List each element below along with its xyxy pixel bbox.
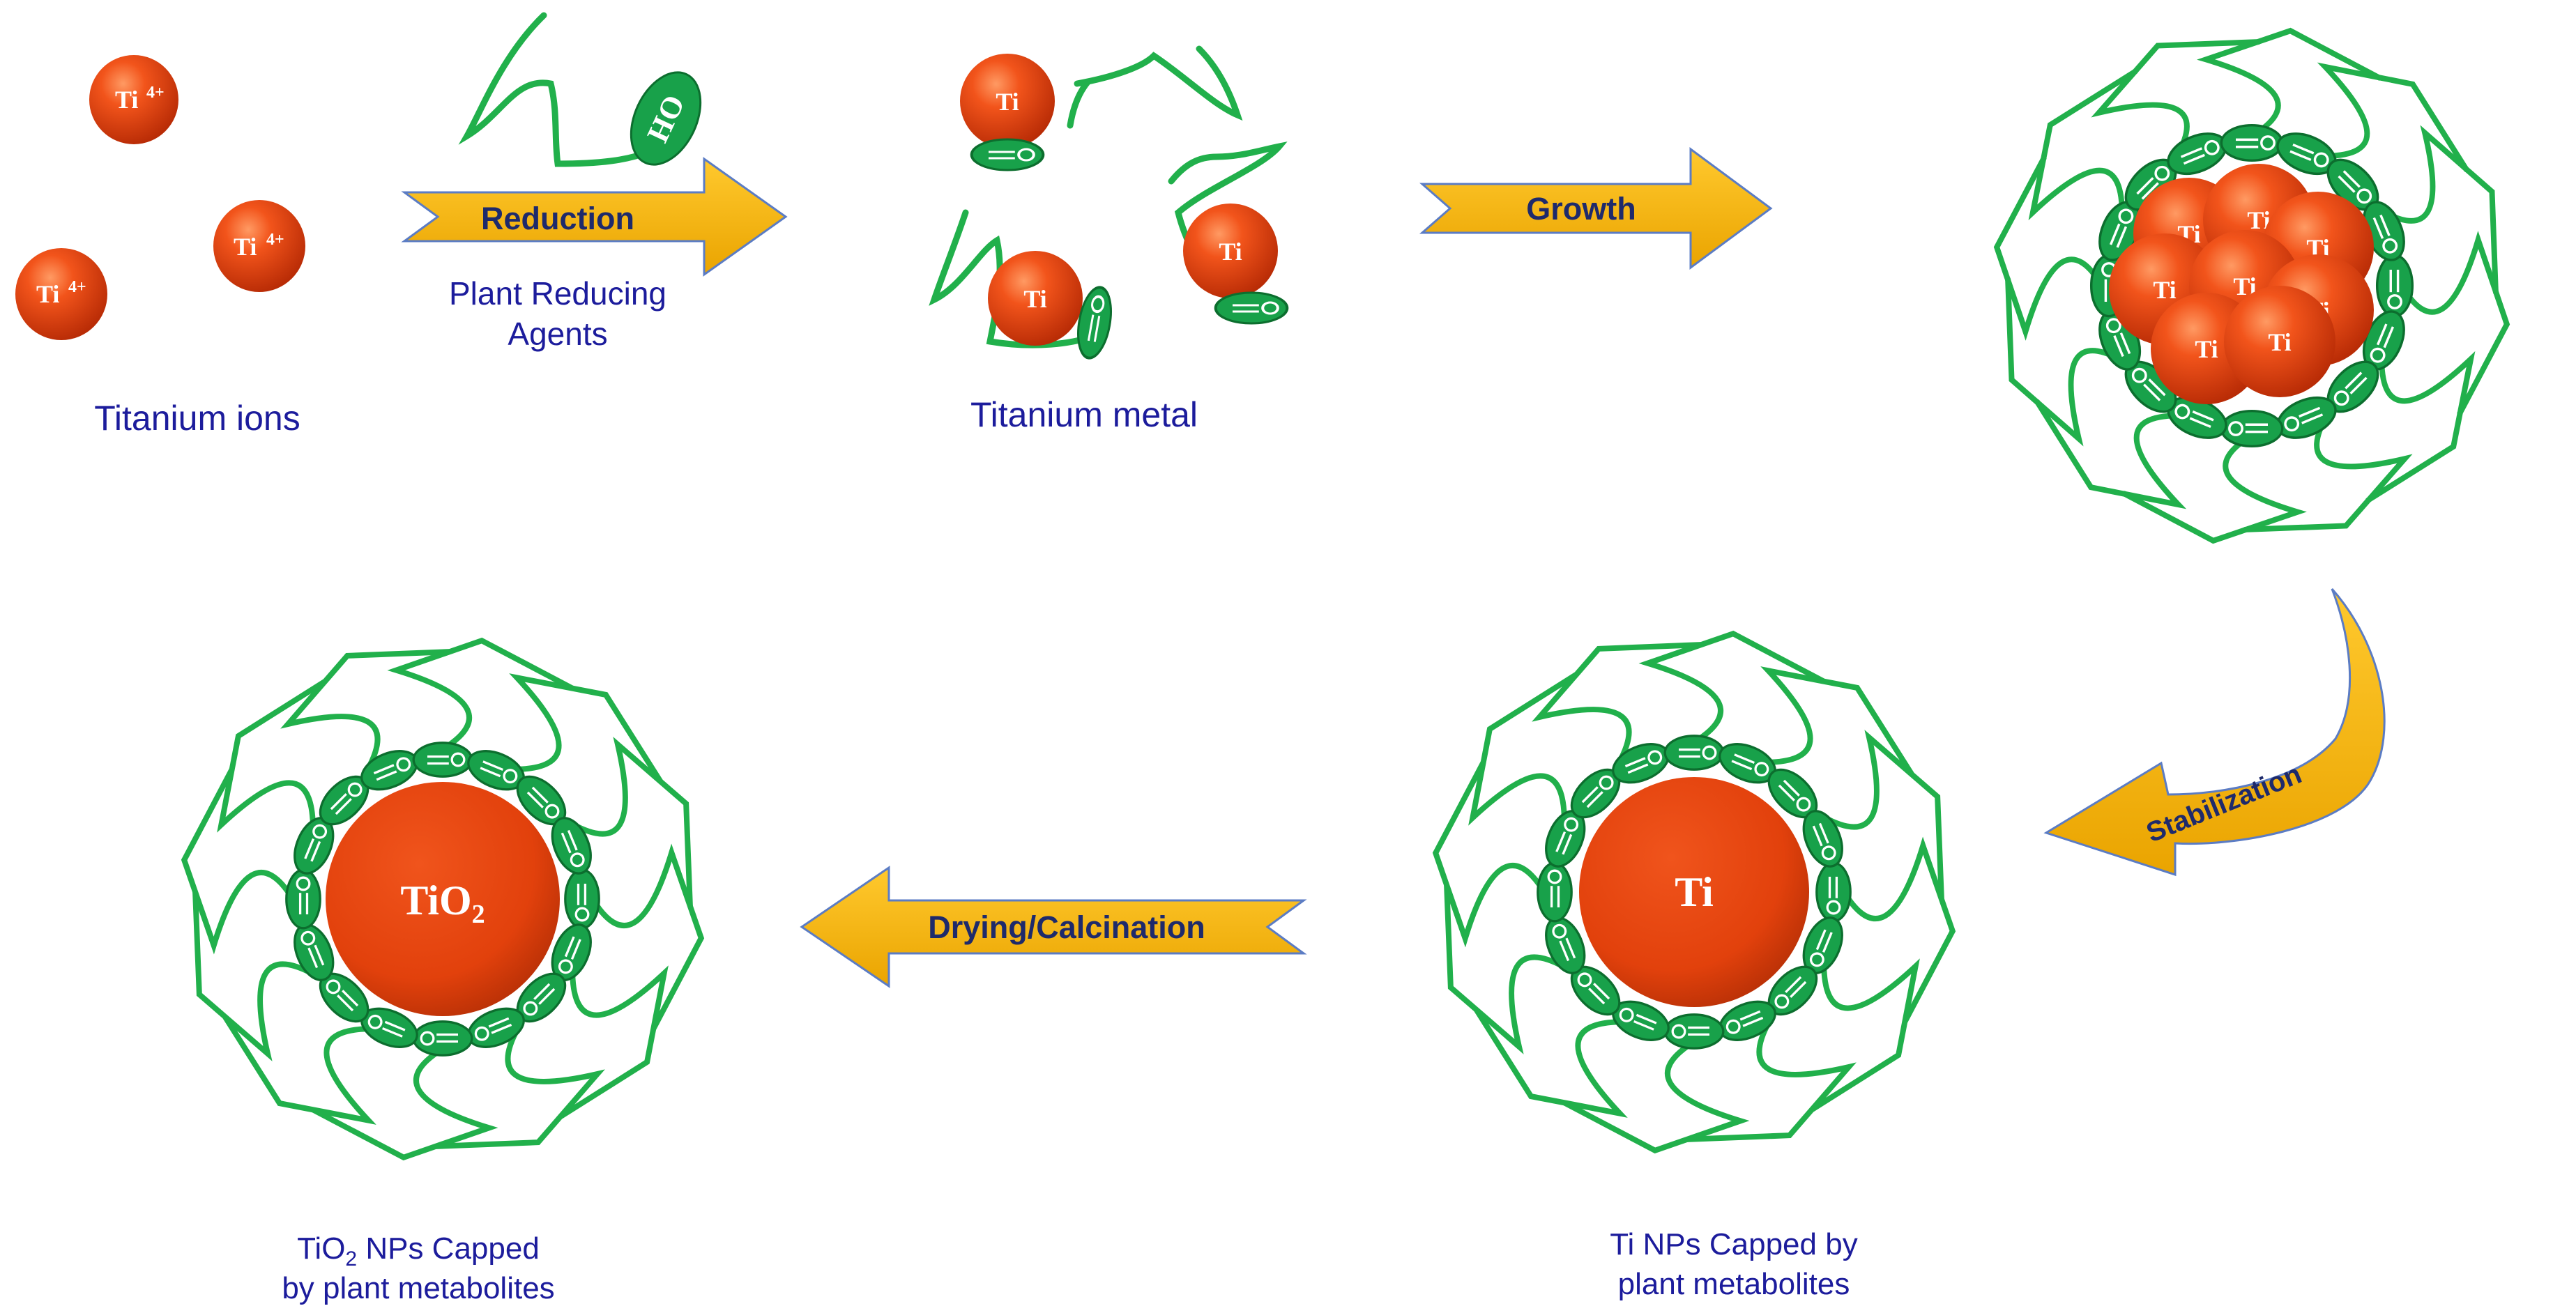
metabolite-strand	[2317, 62, 2469, 173]
metabolite-strand	[1473, 1007, 1628, 1118]
metabolite-strand	[1809, 958, 1920, 1113]
tio2-np-caption-line2: by plant metabolites	[282, 1271, 554, 1305]
metabolite-capsule	[2220, 409, 2284, 448]
ion-charge: 4+	[146, 84, 165, 102]
metabolite-strand	[433, 1026, 605, 1149]
metabolite-strand	[1532, 642, 1704, 765]
plant-reducing-agents-line1: Plant Reducing	[449, 275, 666, 312]
ti-np-caption-line1: Ti NPs Capped by	[1610, 1227, 1857, 1261]
metal-symbol: Ti	[1219, 238, 1242, 266]
ion-charge: 4+	[68, 278, 86, 296]
metabolite-strand	[2242, 413, 2413, 532]
drying-calcination-label: Drying/Calcination	[928, 909, 1205, 945]
metabolite-strand	[181, 767, 296, 955]
metabolite-capsule	[412, 1020, 473, 1057]
metabolite-strand	[1993, 155, 2105, 341]
tio2-nanoparticle-capped: TiO2	[181, 637, 705, 1161]
metabolite-strand	[2121, 433, 2307, 544]
growth-label: Growth	[1526, 191, 1636, 226]
metabolite-capsule	[1663, 1013, 1725, 1050]
tio2-np-caption-line1: TiO2 NPs Capped	[297, 1231, 540, 1270]
metabolite-capsule	[564, 868, 600, 930]
metabolite-capsule	[2220, 123, 2284, 162]
ion-symbol: Ti	[234, 233, 257, 261]
ti-np-caption-line2: plant metabolites	[1618, 1267, 1850, 1301]
metabolite-capsule	[2375, 254, 2414, 318]
ion-charge: 4+	[266, 231, 284, 249]
metabolite-strand	[222, 1014, 376, 1125]
metabolite-strand	[192, 889, 316, 1061]
metabolite-strand	[1760, 666, 1915, 777]
ti-core-label: Ti	[1675, 869, 1714, 915]
reduction-arrow: Reduction	[401, 157, 788, 277]
ti-particle-label: Ti	[2153, 276, 2176, 304]
metabolite-strand	[1432, 760, 1547, 948]
titanium-cluster: TiTiTiTiTiTiTiTi	[1993, 27, 2510, 544]
metabolite-strand	[1841, 836, 1956, 1024]
metabolite-strand	[2034, 399, 2187, 509]
metabolite-strand	[2399, 231, 2510, 416]
ti-nanoparticle-capped: Ti	[1432, 630, 1956, 1154]
metabolite-strand	[2379, 125, 2499, 295]
metabolite-strand	[2091, 39, 2262, 159]
ti-particle	[2224, 286, 2335, 397]
titanium-ion-2: Ti 4+	[213, 200, 305, 292]
metabolite-strand	[1821, 730, 1944, 902]
drying-calcination-arrow: Drying/Calcination	[800, 866, 1307, 988]
metabolite-capsule	[1815, 861, 1852, 923]
stabilization-arrow: Stabilization	[2043, 588, 2386, 877]
metabolite-capsule	[285, 868, 321, 930]
metal-symbol: Ti	[996, 88, 1019, 116]
metabolite-strand	[310, 1046, 498, 1161]
titanium-metal-group: Ti Ti Ti	[929, 45, 1287, 360]
metabolite-strand	[387, 637, 575, 752]
plant-reducing-agents-line2: Agents	[508, 316, 607, 352]
metabolite-capsule	[1663, 735, 1725, 771]
metabolite-strand	[2005, 276, 2125, 447]
tio2-core-label: TiO2	[400, 877, 485, 929]
ti-particle-label: Ti	[2268, 328, 2291, 356]
metabolite-strand	[2028, 68, 2139, 221]
tio2-core	[326, 782, 560, 1016]
metabolite-strand	[590, 843, 705, 1031]
titanium-metal-caption: Titanium metal	[970, 395, 1198, 434]
metabolite-strand	[2197, 27, 2382, 139]
ion-symbol: Ti	[36, 280, 59, 308]
titanium-ion-1: Ti 4+	[89, 55, 178, 144]
growth-arrow: Growth	[1419, 147, 1773, 270]
titanium-ion-3: Ti 4+	[15, 248, 107, 340]
titanium-ions-caption: Titanium ions	[94, 399, 300, 438]
metabolite-strand	[558, 965, 669, 1120]
ion-symbol: Ti	[115, 86, 138, 114]
metabolite-capsule	[1537, 861, 1573, 923]
metabolite-strand	[1684, 1019, 1857, 1142]
ti-particle-label: Ti	[2195, 335, 2218, 363]
metabolite-strand	[217, 678, 328, 833]
metabolite-strand	[1638, 630, 1827, 745]
ti-core	[1579, 777, 1809, 1007]
metabolite-strand	[570, 737, 693, 909]
metabolite-strand	[1562, 1039, 1750, 1154]
metal-symbol: Ti	[1023, 285, 1046, 313]
metabolite-strand	[1444, 882, 1567, 1054]
metabolite-strand	[2365, 351, 2476, 503]
metabolite-capsule	[412, 742, 473, 778]
plant-metabolite-oh: OH	[458, 12, 702, 167]
metabolite-strand	[280, 649, 452, 772]
metabolite-strand	[1468, 671, 1579, 826]
reduction-label: Reduction	[481, 201, 634, 236]
metabolite-strand	[509, 673, 664, 784]
